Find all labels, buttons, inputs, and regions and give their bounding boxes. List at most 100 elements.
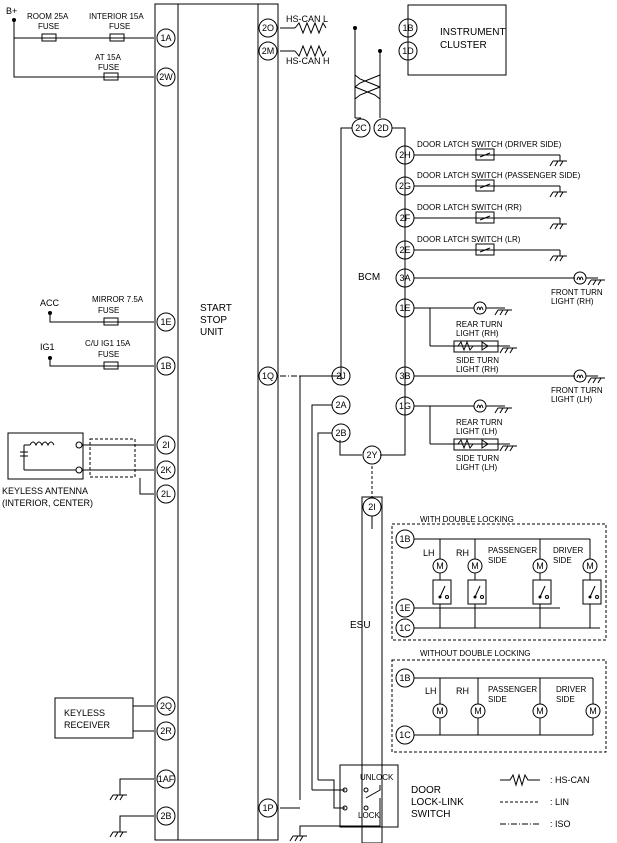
ssu-pin-left-3-circle	[156, 356, 176, 376]
door-switch-label-1: DOOR LATCH SWITCH (PASSENGER SIDE)	[417, 171, 581, 180]
bcm-pin-1: 2D	[377, 123, 389, 133]
b-plus-label: B+	[6, 6, 17, 16]
bcm-pin-10-circle	[331, 366, 351, 386]
motor-passenger-label-4: SIDE	[488, 695, 507, 704]
antenna-shield	[89, 438, 136, 478]
ssu-pin-left-2-circle	[156, 312, 176, 332]
motor-driver-label-3: DRIVER	[556, 685, 586, 694]
bulb-icon	[473, 399, 487, 413]
lock-switch-icon	[467, 579, 487, 605]
ssu-pin-left-5: 2K	[160, 465, 171, 475]
side_turn_rh-label-2: LIGHT (RH)	[456, 365, 499, 374]
bcm-pin-4: 2F	[400, 213, 411, 223]
ground-icon	[289, 835, 307, 842]
bcm-pin-11: 2A	[335, 400, 346, 410]
ssu-label-3: UNIT	[200, 327, 223, 338]
motor-symbol-w3: M	[586, 561, 594, 571]
esu-label: ESU	[350, 620, 371, 631]
motor-driver-label-2: SIDE	[553, 556, 572, 565]
rear_turn_lh-label-2: LIGHT (LH)	[456, 427, 498, 436]
hs-can-twist-vertical-icon	[354, 74, 381, 100]
ssu-pin-left-1: 2W	[159, 72, 173, 82]
at-fuse	[103, 72, 119, 81]
keyless-antenna-label-2: (INTERIOR, CENTER)	[2, 498, 93, 508]
bcm-pin-3: 2G	[399, 181, 411, 191]
unlock-label: UNLOCK	[360, 773, 394, 782]
ic-pin-1d-circle	[398, 41, 418, 61]
lock-switch-icon	[582, 579, 602, 605]
mirror-fuse-label: MIRROR 7.5A	[92, 295, 144, 304]
keyless-receiver-label-1: KEYLESS	[64, 708, 105, 718]
front_turn_lh-label-1: FRONT TURN	[551, 386, 603, 395]
bcm-pin-12: 2B	[335, 428, 346, 438]
ssu-label-2: STOP	[200, 315, 227, 326]
ssu-pin-left-2: 1E	[160, 317, 171, 327]
ssu-pin-left-6-circle	[156, 484, 176, 504]
motor-passenger-label-2: SIDE	[488, 556, 507, 565]
motor-symbol-o3: M	[589, 706, 597, 716]
front_turn_lh-label-2: LIGHT (LH)	[551, 395, 593, 404]
esu-with-pin-1: 1E	[399, 603, 410, 613]
keyless-antenna-label-1: KEYLESS ANTENNA	[2, 486, 88, 496]
interior-fuse	[109, 33, 125, 42]
bcm-pin-7: 1E	[399, 303, 410, 313]
cuig1-fuse-label: C/U IG1 15A	[85, 339, 131, 348]
bulb-icon	[473, 301, 487, 315]
ssu-pin-left-4: 2I	[162, 440, 170, 450]
led-icon	[453, 438, 499, 451]
bcm-pin-10: 2J	[336, 371, 346, 381]
ssu-pin-left-7-circle	[156, 696, 176, 716]
keyless-receiver-label-2: RECEIVER	[64, 720, 111, 730]
lock-label: LOCK	[358, 811, 380, 820]
esu-with-pin-0: 1B	[399, 534, 410, 544]
door-lock-link-switch-box	[339, 764, 399, 828]
bcm-pin-4-circle	[395, 208, 415, 228]
side_turn_rh-label-1: SIDE TURN	[456, 356, 499, 365]
legend-hs-can: : HS-CAN	[550, 775, 590, 785]
motor-rh-label: RH	[456, 548, 469, 558]
ssu-body	[177, 3, 259, 841]
side_turn_lh-label-2: LIGHT (LH)	[456, 463, 498, 472]
motor-symbol-o0: M	[436, 706, 444, 716]
rear_turn_lh-label-1: REAR TURN	[456, 418, 503, 427]
ssu-pin-left-5-circle	[156, 460, 176, 480]
ssu-pin-right-2: 1Q	[262, 371, 274, 381]
front_turn_rh-label-1: FRONT TURN	[551, 288, 603, 297]
esu-connector-bar	[361, 496, 383, 843]
motor-symbol-o2: M	[536, 706, 544, 716]
ic-pin-1b: 1B	[402, 23, 413, 33]
hs-can-twist-icon	[294, 44, 327, 58]
ssu-pin-left-10-circle	[156, 806, 176, 826]
motor-lh-label: LH	[423, 548, 435, 558]
bcm-pin-12-circle	[331, 423, 351, 443]
motor-symbol-o1: M	[474, 706, 482, 716]
motor-driver-label-1: DRIVER	[553, 546, 583, 555]
ssu-pin-right-0-circle	[258, 18, 278, 38]
interior-fuse-label-2: FUSE	[109, 22, 130, 31]
legend-iso: : ISO	[550, 819, 571, 829]
instrument-cluster-label-1: INSTRUMENT	[440, 27, 506, 38]
ssu-label-1: START	[200, 303, 232, 314]
room-fuse	[41, 33, 57, 42]
hs-can-h-label: HS-CAN H	[286, 56, 330, 66]
bulb-icon	[573, 271, 587, 285]
ssu-pin-left-8: 2R	[160, 726, 172, 736]
at-fuse-label-2: FUSE	[98, 63, 119, 72]
without-double-locking-box	[391, 659, 607, 753]
ssu-pin-right-3-circle	[258, 798, 278, 818]
side_turn_lh-label-1: SIDE TURN	[456, 454, 499, 463]
door-switch-icon	[475, 179, 495, 192]
ssu-pin-left-7: 2Q	[160, 701, 172, 711]
bcm-pin-3-circle	[395, 176, 415, 196]
bcm-pin-7-circle	[395, 298, 415, 318]
door-lock-switch-title-3: SWITCH	[411, 809, 450, 820]
door-switch-icon	[475, 243, 495, 256]
hs-can-twist-icon	[294, 21, 327, 35]
ssu-pin-right-1-circle	[258, 41, 278, 61]
door-latch-switches: DOOR LATCH SWITCH (DRIVER SIDE)DOOR LATC…	[414, 140, 581, 262]
